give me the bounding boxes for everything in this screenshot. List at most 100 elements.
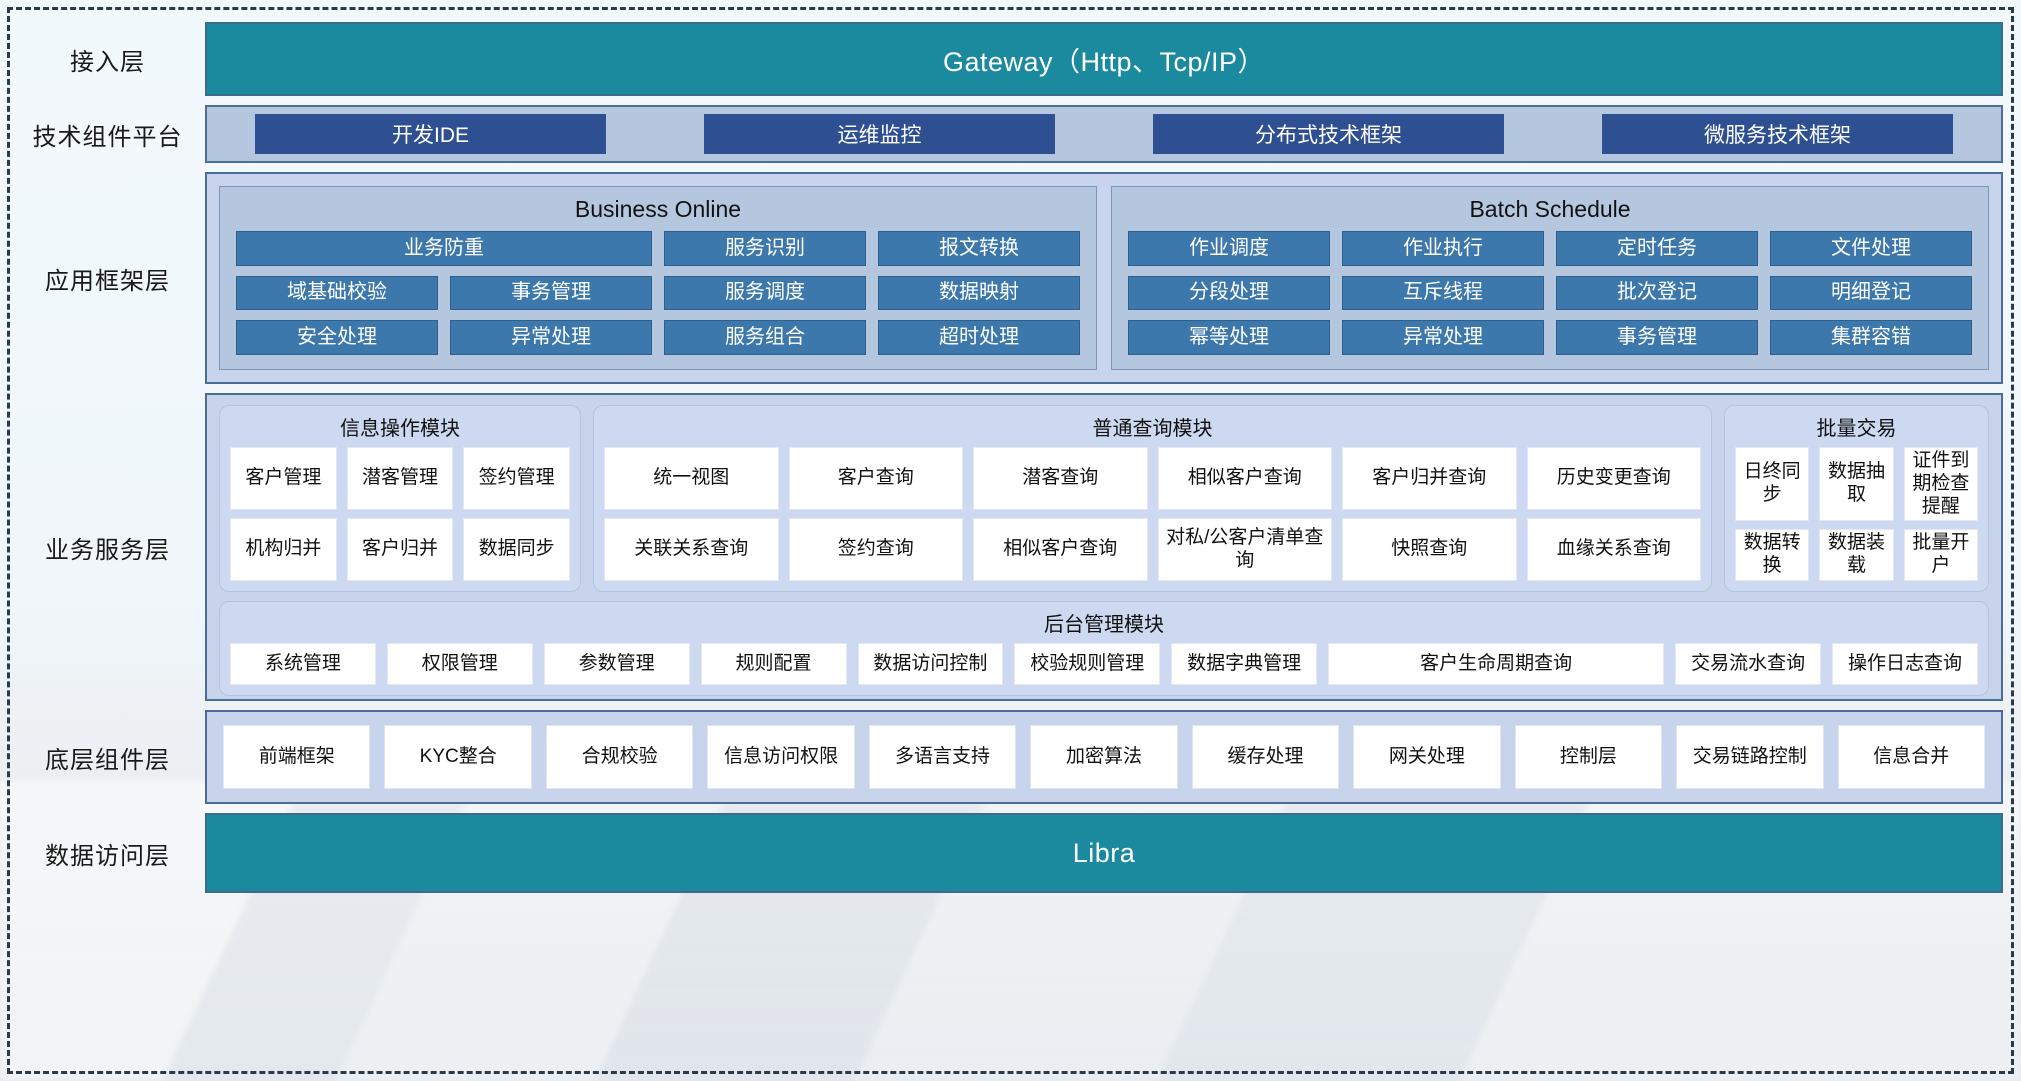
cell-kinship-relation-query[interactable]: 血缘关系查询	[1526, 518, 1701, 581]
chip-cluster-fault-tolerance[interactable]: 集群容错	[1770, 320, 1972, 355]
gateway-bar-label: Gateway（Http、Tcp/IP）	[942, 46, 1266, 77]
cell-customer-mgmt[interactable]: 客户管理	[230, 447, 337, 510]
tech-platform-bar: 开发IDE 运维监控 分布式技术框架 微服务技术框架	[205, 105, 2003, 163]
chip-exception-handling-batch[interactable]: 异常处理	[1342, 320, 1544, 355]
general-query-row-2: 关联关系查询 签约查询 相似客户查询 对私/公客户清单查询 快照查询 血缘关系查…	[604, 518, 1701, 581]
cell-customer-merge[interactable]: 客户归并	[346, 518, 454, 581]
comp-multilanguage-support[interactable]: 多语言支持	[868, 725, 1017, 789]
comp-compliance-validation[interactable]: 合规校验	[545, 725, 694, 789]
cell-org-merge[interactable]: 机构归并	[230, 518, 337, 581]
chip-batch-registration[interactable]: 批次登记	[1556, 275, 1758, 311]
chip-detail-registration[interactable]: 明细登记	[1770, 275, 1972, 311]
chip-job-execution[interactable]: 作业执行	[1342, 231, 1544, 266]
module-general-query: 普通查询模块 统一视图 客户查询 潜客查询 相似客户查询 客户归并查询 历史变更…	[593, 405, 1712, 592]
cell-parameter-mgmt[interactable]: 参数管理	[543, 642, 690, 685]
cell-snapshot-query[interactable]: 快照查询	[1342, 518, 1517, 581]
cell-similar-customer-query-2[interactable]: 相似客户查询	[973, 518, 1148, 581]
panel-title-business-online: Business Online	[574, 196, 742, 222]
libra-bar-label: Libra	[1072, 837, 1136, 868]
chip-exception-handling-online[interactable]: 异常处理	[450, 320, 652, 355]
cell-operation-log-query[interactable]: 操作日志查询	[1832, 642, 1978, 685]
cell-rule-config[interactable]: 规则配置	[700, 642, 847, 685]
layer-label-business-service: 业务服务层	[45, 536, 170, 564]
info-operation-cells: 客户管理 潜客管理 签约管理 机构归并 客户归并 数据同步	[230, 447, 571, 581]
chip-file-processing[interactable]: 文件处理	[1770, 231, 1972, 266]
module-title-info-operation: 信息操作模块	[340, 418, 460, 440]
chip-service-identify[interactable]: 服务识别	[664, 231, 866, 266]
cell-relation-query[interactable]: 关联关系查询	[604, 518, 779, 581]
cell-prospect-query[interactable]: 潜客查询	[973, 447, 1148, 510]
comp-info-merge[interactable]: 信息合并	[1837, 725, 1985, 789]
module-batch-transaction: 批量交易 日终同步 数据抽取 证件到期检查提醒 数据转换 数据装载 批量开户	[1724, 405, 1989, 592]
component-layer-items: 前端框架 KYC整合 合规校验 信息访问权限 多语言支持 加密算法 缓存处理 网…	[207, 712, 2001, 802]
cell-system-mgmt[interactable]: 系统管理	[230, 642, 376, 685]
cell-customer-query[interactable]: 客户查询	[788, 447, 963, 510]
layer-label-data-access: 数据访问层	[45, 842, 170, 870]
chip-service-dispatch[interactable]: 服务调度	[664, 275, 866, 311]
chip-service-composition[interactable]: 服务组合	[664, 320, 866, 355]
cell-unified-view[interactable]: 统一视图	[604, 447, 779, 510]
comp-cache-processing[interactable]: 缓存处理	[1191, 725, 1340, 789]
module-title-batch-transaction: 批量交易	[1816, 418, 1897, 440]
comp-control-layer[interactable]: 控制层	[1514, 725, 1663, 789]
layer-label-components: 底层组件层	[45, 746, 170, 774]
cell-customer-merge-query[interactable]: 客户归并查询	[1342, 447, 1517, 510]
module-backend-admin: 后台管理模块 系统管理 权限管理 参数管理 规则配置 数据访问控制 校验规则管理…	[219, 600, 1989, 696]
cell-data-access-control[interactable]: 数据访问控制	[857, 642, 1004, 685]
chip-business-dedup[interactable]: 业务防重	[236, 231, 652, 266]
business-service-content: 信息操作模块 客户管理 潜客管理 签约管理 机构归并 客户归并 数据同步	[207, 395, 2001, 699]
module-title-backend-admin: 后台管理模块	[1044, 613, 1164, 636]
cell-customer-lifecycle-query[interactable]: 客户生命周期查询	[1328, 642, 1665, 685]
cell-data-sync[interactable]: 数据同步	[463, 518, 571, 581]
cell-transaction-flow-query[interactable]: 交易流水查询	[1675, 642, 1822, 685]
cell-batch-account-open[interactable]: 批量开户	[1903, 529, 1978, 581]
gateway-bar: Gateway（Http、Tcp/IP）	[205, 22, 2003, 96]
cell-eod-sync[interactable]: 日终同步	[1735, 447, 1810, 522]
comp-kyc-integration[interactable]: KYC整合	[384, 725, 532, 789]
comp-transaction-link-control[interactable]: 交易链路控制	[1676, 725, 1824, 789]
chip-domain-validation[interactable]: 域基础校验	[236, 275, 438, 311]
chip-transaction-mgmt-batch[interactable]: 事务管理	[1556, 320, 1758, 355]
cell-contract-query[interactable]: 签约查询	[788, 518, 963, 581]
cell-permission-mgmt[interactable]: 权限管理	[386, 642, 533, 685]
batch-transaction-row-2: 数据转换 数据装载 批量开户	[1735, 529, 1978, 581]
chip-job-scheduling[interactable]: 作业调度	[1128, 231, 1330, 266]
batch-schedule-chip-grid: 作业调度 作业执行 定时任务 文件处理 分段处理 互斥线程 批次登记 明细登记 …	[1128, 231, 1972, 355]
tech-chip-ops-monitor[interactable]: 运维监控	[704, 114, 1055, 154]
business-service-layer: 信息操作模块 客户管理 潜客管理 签约管理 机构归并 客户归并 数据同步	[205, 393, 2003, 701]
cell-history-change-query[interactable]: 历史变更查询	[1526, 447, 1701, 510]
layer-label-app-framework: 应用框架层	[45, 267, 170, 295]
chip-segment-processing[interactable]: 分段处理	[1128, 275, 1330, 311]
tech-chip-distributed-framework[interactable]: 分布式技术框架	[1153, 114, 1504, 154]
chip-timed-task[interactable]: 定时任务	[1556, 231, 1758, 266]
libra-bar: Libra	[205, 813, 2003, 893]
app-framework-panels: Business Online 业务防重 服务识别 报文转换 域基础校验 事务管…	[207, 174, 2001, 382]
cell-similar-customer-query-1[interactable]: 相似客户查询	[1157, 447, 1332, 510]
cell-prospect-mgmt[interactable]: 潜客管理	[346, 447, 454, 510]
tech-chip-microservice-framework[interactable]: 微服务技术框架	[1602, 114, 1953, 154]
chip-transaction-mgmt[interactable]: 事务管理	[450, 275, 652, 311]
cell-data-conversion[interactable]: 数据转换	[1735, 529, 1810, 581]
comp-encryption-algorithm[interactable]: 加密算法	[1030, 725, 1178, 789]
cell-contract-mgmt[interactable]: 签约管理	[463, 447, 571, 510]
cell-validation-rule-mgmt[interactable]: 校验规则管理	[1014, 642, 1161, 685]
chip-security-processing[interactable]: 安全处理	[236, 320, 438, 355]
chip-data-mapping[interactable]: 数据映射	[878, 275, 1080, 311]
comp-info-access-permission[interactable]: 信息访问权限	[707, 725, 855, 789]
cell-certificate-expiry-reminder[interactable]: 证件到期检查提醒	[1903, 447, 1978, 522]
cell-retail-corporate-list-query[interactable]: 对私/公客户清单查询	[1157, 518, 1332, 581]
comp-gateway-processing[interactable]: 网关处理	[1353, 725, 1501, 789]
chip-message-transform[interactable]: 报文转换	[878, 231, 1080, 266]
cell-data-loading[interactable]: 数据装载	[1819, 529, 1894, 581]
batch-transaction-cells: 日终同步 数据抽取 证件到期检查提醒 数据转换 数据装载 批量开户	[1735, 447, 1978, 581]
panel-batch-schedule: Batch Schedule 作业调度 作业执行 定时任务 文件处理 分段处理 …	[1111, 186, 1989, 370]
chip-mutex-thread[interactable]: 互斥线程	[1342, 275, 1544, 311]
business-online-chip-grid: 业务防重 服务识别 报文转换 域基础校验 事务管理 服务调度 数据映射 安全处理…	[236, 231, 1080, 355]
tech-chip-ide[interactable]: 开发IDE	[255, 114, 606, 154]
comp-frontend-framework[interactable]: 前端框架	[223, 725, 371, 789]
chip-timeout-handling[interactable]: 超时处理	[878, 320, 1080, 355]
chip-idempotent-processing[interactable]: 幂等处理	[1128, 320, 1330, 355]
cell-data-extraction[interactable]: 数据抽取	[1819, 447, 1894, 522]
cell-data-dictionary-mgmt[interactable]: 数据字典管理	[1171, 642, 1318, 685]
